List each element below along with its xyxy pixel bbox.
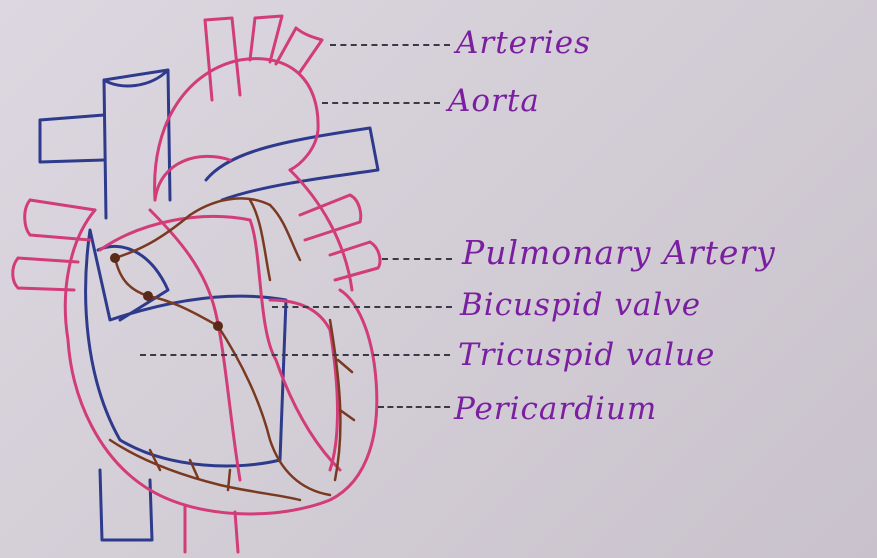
left-branch-1 bbox=[25, 200, 95, 240]
bundle-down bbox=[218, 326, 330, 495]
label-pulmonary-artery: Pulmonary Artery bbox=[462, 236, 776, 269]
label-bicuspid-valve: Bicuspid valve bbox=[460, 290, 701, 321]
heart-right-side bbox=[290, 170, 352, 290]
leader-arteries bbox=[330, 44, 450, 46]
av-node bbox=[143, 291, 153, 301]
artery-2 bbox=[250, 16, 282, 62]
artery-3 bbox=[276, 28, 322, 72]
aorta-neck bbox=[155, 156, 230, 200]
label-arteries: Arteries bbox=[456, 28, 591, 59]
label-pericardium: Pericardium bbox=[454, 394, 657, 425]
leader-pericardium bbox=[378, 406, 450, 408]
bundle-main bbox=[115, 198, 270, 258]
leader-aorta bbox=[322, 102, 440, 104]
sa-node bbox=[110, 253, 120, 263]
atrium-pink bbox=[100, 217, 250, 250]
blue-vessels bbox=[40, 70, 378, 540]
leader-pulmonary bbox=[382, 258, 452, 260]
right-atrium-blue bbox=[86, 230, 286, 466]
pulmonary-branch-2 bbox=[330, 242, 380, 280]
label-tricuspid-valve: Tricuspid value bbox=[458, 340, 715, 371]
inner-chamber-pink bbox=[250, 220, 340, 470]
septum-pink bbox=[150, 210, 240, 480]
leader-tricuspid bbox=[140, 354, 450, 356]
aorta bbox=[155, 59, 319, 200]
artery-1 bbox=[205, 18, 240, 100]
leader-bicuspid bbox=[272, 306, 452, 308]
conduction-system bbox=[110, 198, 354, 500]
pulmonary-branch-1 bbox=[300, 195, 361, 240]
inferior-vena-cava bbox=[100, 470, 152, 540]
left-vein-branch bbox=[40, 115, 104, 162]
pulmonary-trunk-blue bbox=[206, 128, 378, 200]
label-aorta: Aorta bbox=[448, 86, 540, 117]
bundle-node bbox=[213, 321, 223, 331]
